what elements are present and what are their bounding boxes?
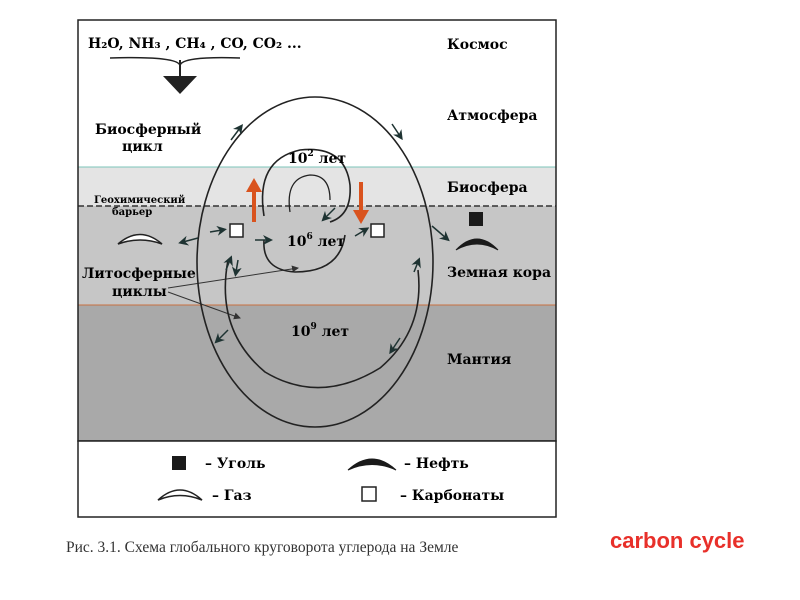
cycle-arrow-icon (230, 124, 243, 141)
layer-mantle (78, 305, 556, 441)
layer-space-atmosphere (78, 20, 556, 167)
lithospheric-cycles-label-2: циклы (112, 284, 167, 300)
layer-biosphere (78, 167, 556, 206)
cycle-arrow-icon (214, 329, 229, 344)
lithospheric-pointer-1 (167, 265, 299, 289)
inner-spiral-loop (261, 148, 351, 223)
legend-carbonates-icon (361, 486, 377, 502)
outer-cycle-loop (196, 96, 434, 428)
gas-arc-icon (117, 233, 163, 245)
molecules-label: H₂O, NH₃ , CH₄ , CO, CO₂ ... (88, 36, 302, 52)
down-arrow-icon (163, 76, 197, 94)
layer-label-mantle: Мантия (447, 352, 511, 368)
upward-flux-arrow-head (246, 178, 262, 192)
coal-square-icon (469, 212, 483, 226)
oil-arc-icon (455, 238, 499, 251)
time-label-deep: 109 лет (291, 322, 349, 340)
figure-caption: Рис. 3.1. Схема глобального круговорота … (66, 539, 459, 556)
cycle-arrow-icon (209, 225, 227, 236)
carbonate-square-icon (370, 223, 385, 238)
cycle-arrow-icon (411, 257, 421, 273)
downward-flux-arrow-head (353, 210, 369, 224)
geochemical-barrier-label-1: Геохимический (94, 195, 186, 206)
cycle-arrow-icon (389, 337, 401, 355)
layer-label-space: Космос (447, 37, 508, 53)
legend-oil-label: – Нефть (404, 456, 469, 472)
legend-frame (77, 440, 557, 518)
cycle-arrow-icon (223, 255, 233, 271)
legend-gas-label: – Газ (212, 488, 252, 504)
cycle-arrow-icon (321, 207, 336, 222)
layer-label-biosphere: Биосфера (447, 180, 528, 196)
geochemical-barrier-label-2: барьер (112, 207, 152, 218)
time-label-bio: 102 лет (288, 149, 346, 167)
biospheric-cycle-label-2: цикл (122, 139, 163, 155)
cycle-arrow-icon (391, 123, 403, 141)
legend-coal-icon (172, 456, 186, 470)
deep-cycle-loop (224, 259, 420, 389)
carbon-cycle-label: carbon cycle (610, 528, 745, 553)
carbonate-square-icon (229, 223, 244, 238)
legend-carbonates-label: – Карбонаты (400, 488, 504, 504)
biospheric-cycle-label-1: Биосферный (95, 121, 201, 138)
lithospheric-cycles-label-1: Литосферные (82, 266, 196, 282)
inner-spiral-loop-2 (288, 174, 331, 213)
layer-label-crust: Земная кора (447, 265, 551, 281)
legend-coal-label: – Уголь (205, 456, 266, 472)
cycle-arrow-icon (231, 259, 242, 277)
cycle-arrow-icon (178, 235, 199, 246)
legend-oil-icon (347, 458, 397, 471)
middle-cycle-loop (263, 234, 346, 273)
cycle-arrow-icon (431, 225, 450, 242)
legend-gas-icon (157, 489, 203, 501)
cycle-arrow-icon (354, 227, 370, 237)
time-label-mid: 106 лет (287, 232, 345, 250)
layer-label-atmosphere: Атмосфера (447, 108, 538, 124)
